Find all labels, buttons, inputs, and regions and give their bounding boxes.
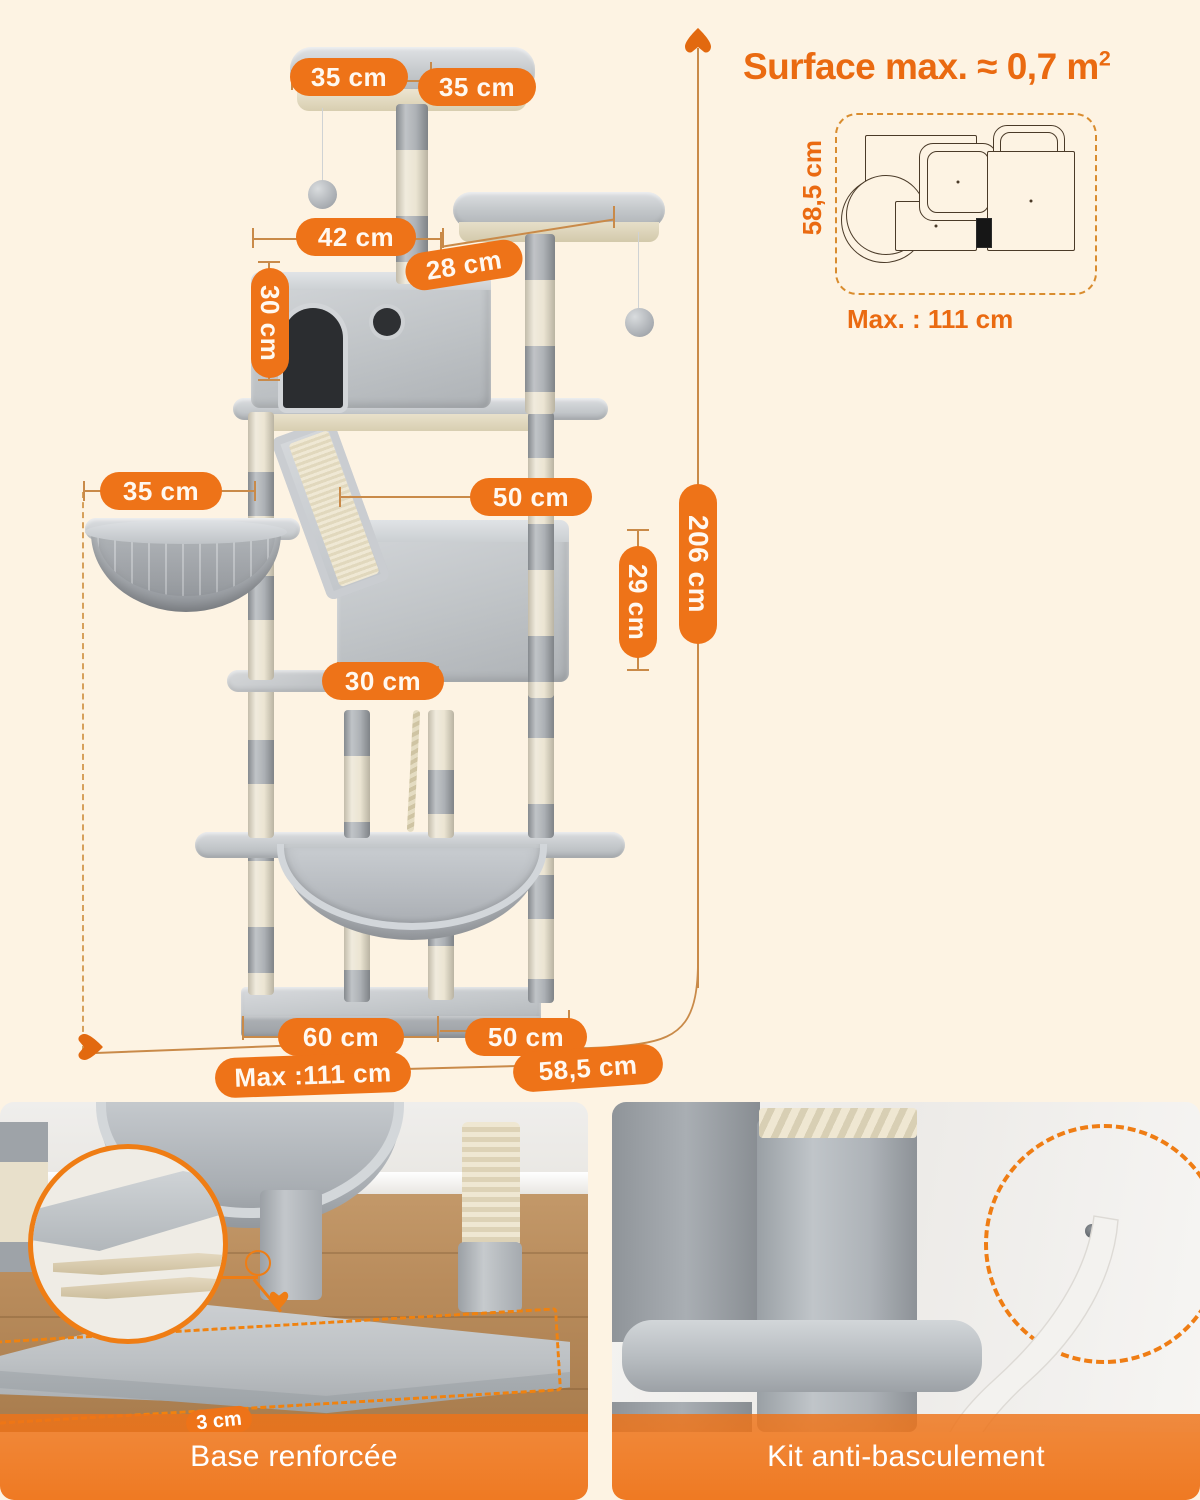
- footprint-dark-marker: [976, 218, 992, 248]
- caption-bar-base: Base renforcée: [0, 1414, 588, 1500]
- tick-50-a: [339, 487, 341, 507]
- badge-basket-width: 35 cm: [100, 472, 222, 510]
- photo-sisal-rope-top: [759, 1108, 917, 1138]
- pom-string-right: [638, 232, 640, 312]
- badge-condo-height: 30 cm: [251, 268, 289, 378]
- badge-footprint-max: Max :111 cm: [214, 1051, 412, 1099]
- photo-post-right-sisal: [462, 1122, 520, 1247]
- tick-28-b: [613, 206, 615, 228]
- post-mid-right: [528, 692, 554, 838]
- cat-tree-illustration: [55, 20, 675, 1060]
- second-level-perch-lip: [459, 222, 659, 242]
- hanging-rope: [406, 709, 421, 833]
- anti-tip-strap: [949, 1215, 1119, 1432]
- base-plate-top: [241, 987, 541, 1021]
- pom-pom-right: [625, 308, 654, 337]
- photo-post-right-plush: [458, 1242, 522, 1312]
- footprint-condo-inner: [927, 151, 989, 213]
- footprint-right-plank: [987, 151, 1075, 251]
- post-second-level: [525, 234, 555, 414]
- tick-29-a: [627, 529, 649, 531]
- photo-back-panel: [612, 1102, 760, 1342]
- condo-entrance-door: [283, 308, 343, 408]
- magnifier-mdf-layer: [61, 1277, 223, 1299]
- tick-35b-a: [83, 481, 85, 501]
- tick-60-b: [437, 1016, 439, 1042]
- magnifier-mdf-layer: [53, 1253, 223, 1275]
- tick-42-b: [442, 228, 444, 248]
- anti-tip-highlight-circle: [984, 1124, 1200, 1364]
- surface-panel-title: Surface max. ≈ 0,7 m2: [743, 46, 1111, 88]
- caption-bar-kit: Kit anti-basculement: [612, 1414, 1200, 1500]
- surface-width-label: Max. : 111 cm: [847, 304, 1014, 334]
- base-detail-magnifier: [28, 1144, 228, 1344]
- photo-kit-anti-basculement: [612, 1102, 1200, 1432]
- post-mid-left: [344, 710, 370, 838]
- basket-rim-edge: [85, 520, 287, 544]
- badge-big-condo-height: 29 cm: [619, 546, 657, 658]
- tick-30h-a: [258, 261, 280, 263]
- photo-shelf: [622, 1320, 982, 1392]
- left-reference-dashed-line: [82, 492, 84, 1052]
- badge-condo-width: 42 cm: [296, 218, 416, 256]
- pom-string-left: [322, 108, 324, 183]
- tick-30h-b: [258, 379, 280, 381]
- tick-29-b: [627, 669, 649, 671]
- callout-line-horizontal: [214, 1276, 258, 1279]
- condo-peek-hole: [373, 308, 401, 336]
- caption-kit-anti-basculement: Kit anti-basculement: [767, 1440, 1045, 1473]
- tick-28-a: [440, 232, 442, 254]
- post-upper-right: [528, 412, 554, 698]
- tick-60-a: [242, 1016, 244, 1040]
- upper-mid-platform-sisal: [251, 414, 551, 431]
- badge-total-height: 206 cm: [679, 484, 717, 644]
- post-mid-far-left: [248, 680, 274, 838]
- badge-top-right-perch: 35 cm: [418, 68, 536, 106]
- feature-panels: 3 cm Base renforcée: [0, 1102, 1200, 1500]
- photo-post-center: [260, 1190, 322, 1300]
- surface-title-text: Surface max. ≈ 0,7 m: [743, 46, 1099, 87]
- post-mid-center: [428, 710, 454, 838]
- tick-42-a: [252, 228, 254, 248]
- badge-big-condo-depth: 30 cm: [322, 662, 444, 700]
- surface-title-superscript: 2: [1098, 46, 1111, 71]
- footprint-arrow-head: [78, 1034, 103, 1060]
- panel-kit-anti-basculement: Kit anti-basculement: [612, 1102, 1200, 1500]
- badge-big-condo-width: 50 cm: [470, 478, 592, 516]
- guide-big-condo-width: [340, 496, 576, 498]
- pom-pom-left: [308, 180, 337, 209]
- badge-top-left-perch: 35 cm: [290, 58, 408, 96]
- caption-base-renforcee: Base renforcée: [190, 1440, 398, 1473]
- hammock-rim: [277, 844, 547, 930]
- big-condo-top-face: [337, 520, 569, 542]
- surface-max-panel: Surface max. ≈ 0,7 m2 58,5 cm Max. : 111…: [735, 40, 1187, 350]
- total-height-arrow-head: [685, 28, 711, 53]
- surface-footprint-boundary: [835, 113, 1097, 295]
- tick-35b-b: [254, 481, 256, 501]
- photo-base-renforcee: 3 cm: [0, 1102, 588, 1432]
- surface-height-label: 58,5 cm: [797, 140, 827, 236]
- callout-heart-icon: [269, 1291, 289, 1310]
- panel-base-renforcee: 3 cm Base renforcée: [0, 1102, 588, 1500]
- callout-ring-icon: [245, 1250, 271, 1276]
- badge-base-width: 60 cm: [278, 1018, 404, 1056]
- magnifier-plush-board: [33, 1171, 223, 1251]
